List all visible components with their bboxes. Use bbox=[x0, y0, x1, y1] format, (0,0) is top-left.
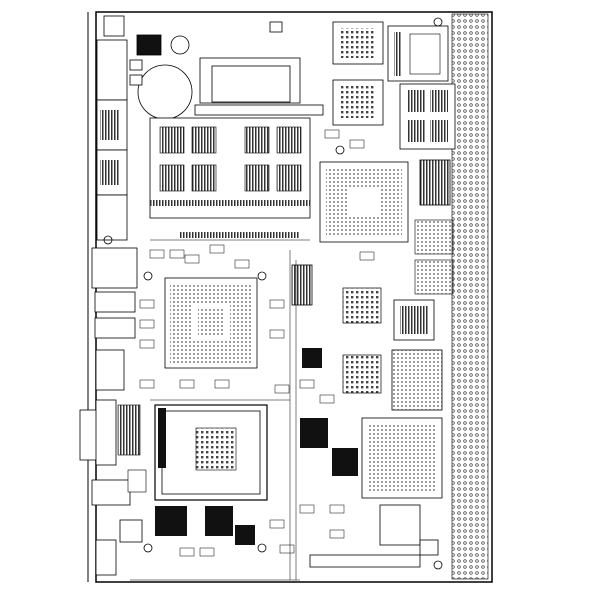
memory-chip-array bbox=[149, 117, 311, 238]
right-edge-header bbox=[451, 13, 489, 580]
routing-lines bbox=[130, 239, 310, 581]
passive-components bbox=[139, 129, 375, 557]
lower-left-ics bbox=[117, 404, 147, 543]
power-components bbox=[155, 348, 358, 545]
bottom-connectors bbox=[309, 504, 439, 568]
top-center-connector bbox=[194, 21, 324, 116]
center-header-black bbox=[291, 264, 313, 306]
coin-cell-battery bbox=[137, 64, 193, 120]
top-left-components bbox=[103, 15, 193, 120]
left-edge-leads bbox=[100, 110, 120, 185]
top-right-chips bbox=[332, 21, 456, 150]
right-memory-chips bbox=[414, 219, 454, 295]
cpu-socket bbox=[154, 404, 268, 501]
main-bga-processor bbox=[319, 161, 409, 243]
fiducial-markers bbox=[103, 17, 443, 570]
right-connector bbox=[419, 159, 451, 206]
left-bga-chip bbox=[164, 277, 258, 369]
bottom-right-qfp bbox=[361, 417, 443, 499]
middle-chips bbox=[342, 287, 443, 411]
